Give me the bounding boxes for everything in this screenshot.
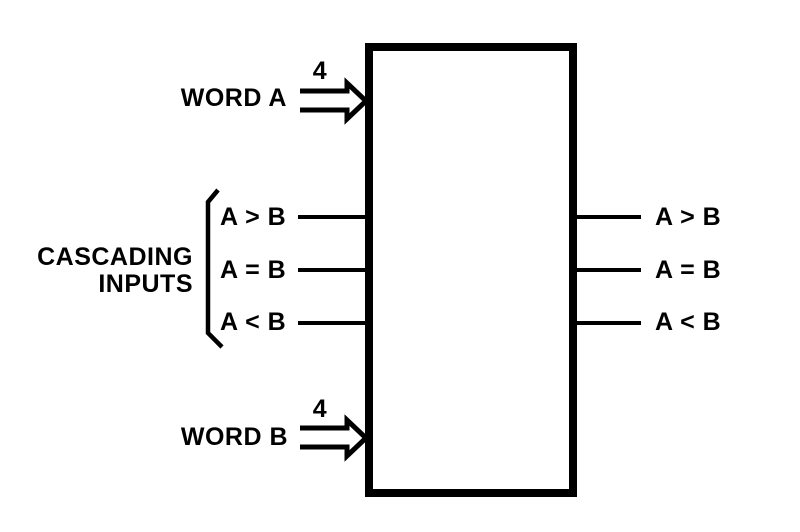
- word-b-label: WORD B: [180, 423, 288, 451]
- output-label-a-lt-b: A < B: [655, 308, 722, 336]
- word-a-bus-width-label: 4: [312, 57, 328, 85]
- cascade-input-label-a-eq-b: A = B: [220, 256, 287, 284]
- cascading-inputs-brace: [205, 188, 224, 349]
- word-a-bus-arrow-icon: [300, 77, 370, 125]
- output-label-a-gt-b: A > B: [655, 203, 722, 231]
- cascading-inputs-label-line1: CASCADING: [37, 243, 193, 271]
- output-label-a-eq-b: A = B: [655, 256, 722, 284]
- cascade-input-label-a-lt-b: A < B: [220, 308, 287, 336]
- cascading-inputs-label: CASCADING INPUTS: [37, 244, 193, 298]
- word-a-label: WORD A: [180, 84, 287, 112]
- cascade-input-label-a-gt-b: A > B: [220, 203, 287, 231]
- word-b-bus-arrow-icon: [300, 414, 370, 462]
- comparator-body-box: [365, 43, 577, 497]
- word-b-bus-width-label: 4: [312, 395, 328, 423]
- cascading-inputs-label-line2: INPUTS: [98, 270, 193, 298]
